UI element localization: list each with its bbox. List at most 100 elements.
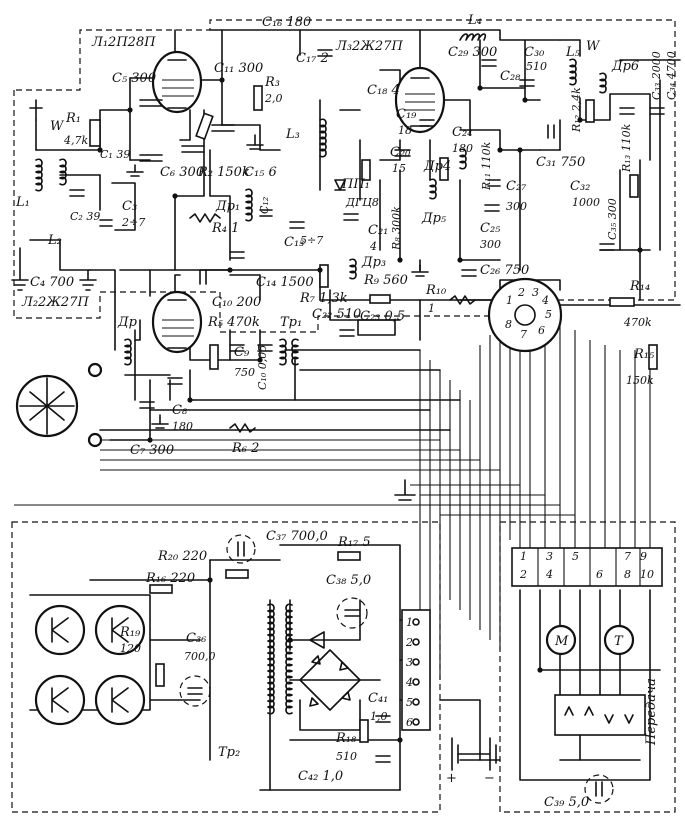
label-c32: C₃₂	[570, 179, 590, 194]
label-r2: R₂ 150k	[197, 165, 250, 180]
tube-l2-label: Л₂2Ж27П	[21, 295, 89, 310]
label-r12: R₁₂ 2,4k	[570, 87, 583, 133]
pin-label: 3	[532, 286, 539, 299]
label-r13: R₁₃ 110k	[620, 123, 633, 173]
label-c2: C₂ 39	[70, 210, 100, 223]
label-c29: C₂₉ 300	[448, 45, 497, 60]
pin-label: 8	[624, 568, 631, 581]
label-c34: C₃₄ 4700	[665, 51, 678, 100]
label-c7: C₇ 300	[130, 443, 174, 458]
label-r8: R₈ 300k	[390, 206, 403, 251]
label-c8: C₈	[172, 403, 188, 418]
pin-label: 2	[405, 636, 413, 649]
label-c10b: C₁₀ 0,05	[256, 345, 269, 390]
connector-block-left	[401, 609, 431, 731]
label-c5: C₅ 300	[112, 71, 156, 86]
label-c9: C₉	[234, 345, 250, 360]
pin-label: 8	[505, 318, 512, 331]
label-c39: C₃₉ 5,0	[544, 795, 589, 810]
label-c21v: 4	[369, 240, 377, 253]
label-dr5: Др₅	[421, 211, 447, 226]
label-c41: C₄₁	[368, 691, 388, 706]
meter-m	[545, 624, 577, 656]
pin-label: 4	[545, 568, 553, 581]
label-tr2: Tp₂	[218, 745, 240, 760]
label-t: T	[614, 634, 624, 649]
ground-symbol	[11, 134, 429, 501]
label-c10: C₁₀ 200	[212, 295, 261, 310]
label-c20v: 15	[392, 162, 406, 175]
label-c17: C₁₇ 2	[296, 51, 329, 66]
label-l4: L₄	[467, 13, 482, 28]
label-c3v: 2÷7	[121, 216, 145, 229]
label-c27v: 300	[506, 200, 527, 213]
label-c31: C₃₁ 750	[536, 155, 585, 170]
pin-label: 4	[405, 676, 413, 689]
label-pp1: ПП₁	[341, 177, 370, 192]
label-c19: C₁₉	[396, 107, 417, 122]
pin-label: 5	[572, 550, 579, 563]
pin-label: 1	[506, 294, 513, 307]
label-r9: R₉ 560	[363, 273, 408, 288]
field-meter	[15, 362, 103, 448]
tx-switch-block	[554, 694, 646, 736]
label-r4: R₄ 1	[211, 221, 239, 236]
label-c30v: 510	[526, 60, 547, 73]
label-dr1: Др₁	[215, 199, 240, 214]
pin-label: 10	[640, 568, 654, 581]
label-c19v: 18	[398, 124, 412, 137]
resistors	[89, 85, 658, 743]
battery	[451, 737, 497, 771]
label-c24v: 180	[452, 142, 473, 155]
tube-l1	[151, 50, 203, 114]
right-connector-pins: 1 2 3 4 5 6 7 8 9 10	[519, 550, 654, 581]
pin-label: 6	[538, 324, 545, 337]
junction-dots	[97, 77, 643, 743]
label-r18v: 510	[336, 750, 357, 763]
label-c4: C₄ 700	[30, 275, 74, 290]
label-r6: R₆ 2	[231, 441, 259, 456]
label-r15v: 150k	[626, 374, 654, 387]
label-dr: Др	[117, 315, 138, 330]
label-m: M	[554, 634, 569, 649]
label-l2: L₂	[47, 233, 62, 248]
pin-label: 9	[640, 550, 647, 563]
label-w-top: W	[586, 39, 601, 54]
label-r11: R₁₁ 110k	[480, 141, 493, 191]
pin-label: 3	[406, 656, 413, 669]
octal-socket-pins: 1 2 3 4 5 6 7 8	[505, 286, 552, 341]
transistors	[34, 604, 146, 726]
capacitors	[69, 49, 665, 804]
pin-label: 6	[596, 568, 603, 581]
label-c16: C₁₆ 180	[262, 15, 311, 30]
tube-l3-label: Л₃2Ж27П	[335, 39, 403, 54]
pin-label: 6	[406, 716, 413, 729]
label-l3: L₃	[285, 127, 300, 142]
label-c20: C₂₀	[390, 145, 411, 160]
label-r3: R₃	[264, 75, 280, 90]
label-minus: −	[484, 771, 495, 786]
label-c18: C₁₈ 4	[367, 83, 400, 98]
label-c13v: 5÷7	[300, 234, 323, 247]
octal-socket	[487, 277, 563, 353]
label-plus: +	[446, 771, 457, 786]
label-c25v: 300	[480, 238, 501, 251]
label-r1: R₁	[65, 111, 81, 126]
label-c28: C₂₈	[500, 69, 521, 84]
label-c23: C₂₃ 0,5	[360, 309, 405, 324]
label-c13: C₁₃	[284, 235, 304, 250]
antenna	[29, 99, 43, 121]
label-r5: R₅ 470k	[207, 315, 260, 330]
tube-l1-label: Л₁2П28П	[91, 35, 156, 50]
component-labels: Л₁2П28П Л₂2Ж27П Л₃2Ж27П C₁₆ 180 L₄ C₂₉ 3…	[15, 13, 678, 810]
label-c36: C₃₆	[186, 631, 206, 646]
label-c26: C₂₆ 750	[480, 263, 529, 278]
pin-label: 3	[546, 550, 553, 563]
label-c8v: 180	[172, 420, 193, 433]
label-c32v: 1000	[572, 196, 600, 209]
label-c35: C₃₅ 300	[606, 198, 619, 240]
label-r10v: 1	[428, 302, 435, 315]
left-connector-pins: 1 2 3 4 5 6	[405, 616, 413, 729]
label-c22: C₂₂ 510	[312, 307, 361, 322]
